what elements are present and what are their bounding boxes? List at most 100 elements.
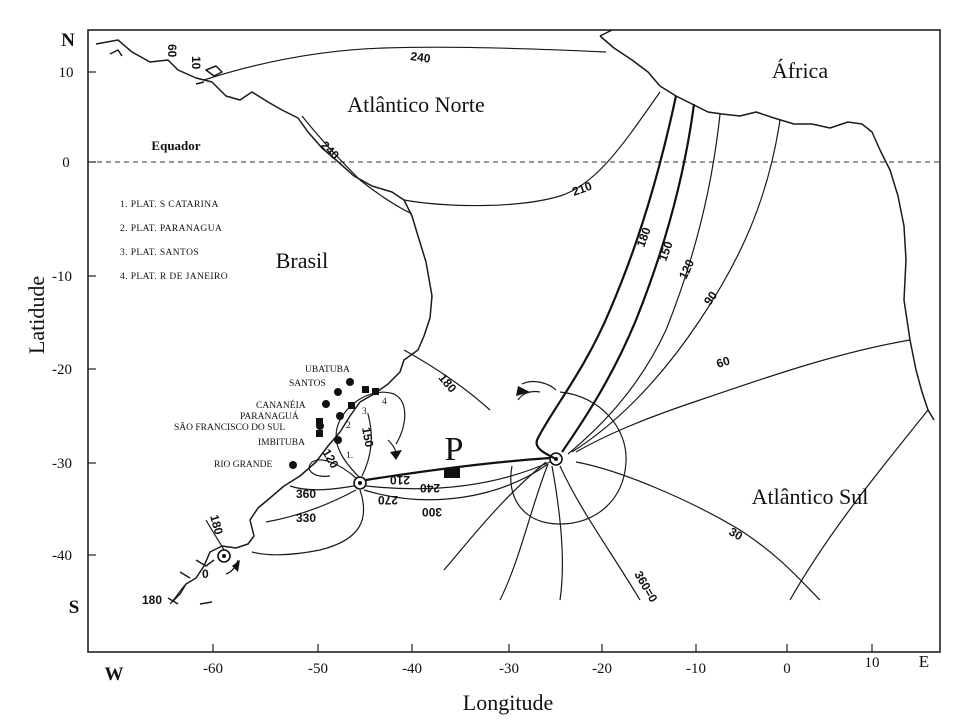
site-ubatuba	[346, 378, 354, 386]
region-label-atlantic-north: Atlântico Norte	[347, 92, 484, 117]
map-frame	[87, 29, 941, 653]
isoline-label: 180	[436, 371, 460, 396]
isoline-local-circle-ocean	[510, 391, 627, 525]
isoline-label: 210	[390, 473, 410, 487]
region-label-africa: África	[772, 58, 828, 83]
lon-tick-label: -50	[308, 661, 328, 677]
platform-number: 3.	[362, 407, 369, 417]
isoline-180	[535, 95, 678, 460]
tide-gauge-sites	[289, 378, 379, 469]
africa-coast-detail	[599, 29, 613, 37]
isoline-label: 0	[202, 567, 209, 581]
platform-numbers: 1. 2 3. 4	[346, 397, 387, 461]
isoline-label: 180	[634, 225, 654, 249]
legend-item: 2. PLAT. PARANAGUA	[120, 224, 222, 234]
region-label-atlantic-south: Atlântico Sul	[752, 484, 869, 509]
isoline-label: 30	[727, 524, 746, 543]
isoline-label: 180	[142, 593, 162, 607]
isoline-150-local	[361, 413, 372, 477]
west-label: W	[105, 664, 124, 685]
isoline-180-bottom	[169, 583, 187, 605]
location-label: SÃO FRANCISCO DO SUL	[174, 421, 285, 433]
lon-tick-label: -40	[402, 661, 422, 677]
isoline-240-coastal	[301, 115, 413, 215]
isoline-180-sw	[205, 519, 225, 551]
rotation-arrow-ocean	[517, 390, 541, 401]
lon-tick-label: 0	[783, 661, 791, 677]
longitude-ticks	[212, 644, 873, 652]
isoline-330	[265, 489, 357, 523]
isoline-shelf-loop	[335, 391, 406, 479]
amphidromic-point-shelf	[353, 476, 367, 490]
isoline-labels: 10 60 240 240 210 180 150 120 90 60 30 3…	[142, 44, 745, 607]
isoline-label: 120	[319, 447, 341, 472]
site-cananeia	[322, 400, 330, 408]
isoline-90	[571, 119, 781, 453]
isoline-120	[567, 113, 721, 455]
lat-tick-label: 10	[59, 65, 74, 81]
arrow-head-south	[232, 560, 240, 572]
south-tip-islands	[167, 559, 215, 605]
south-label: S	[69, 597, 80, 618]
lon-tick-label: -60	[203, 661, 223, 677]
lat-tick-label: -40	[52, 548, 72, 564]
location-label: SANTOS	[289, 379, 326, 389]
isoline-30	[575, 409, 929, 601]
caribbean-islands	[109, 49, 223, 85]
isoline-60	[575, 339, 911, 453]
isoline-label: 60	[715, 353, 732, 371]
station-p-marker	[444, 468, 460, 478]
isoline-label: 240	[318, 138, 342, 162]
location-label: CANANÉIA	[256, 399, 306, 411]
isoline-label: 210	[570, 179, 594, 199]
africa-coastline	[599, 35, 935, 421]
legend-item: 1. PLAT. S CATARINA	[120, 200, 219, 210]
isoline-label: 120	[676, 257, 697, 281]
point-p-label: P	[445, 431, 464, 468]
lon-tick-label: -30	[499, 661, 519, 677]
isoline-shelf-south	[251, 489, 365, 556]
isoline-label: 60	[165, 44, 179, 58]
site-rio-grande	[289, 461, 297, 469]
site-imbituba	[334, 436, 342, 444]
legend-item: 4. PLAT. R DE JANEIRO	[120, 272, 228, 282]
north-label: N	[61, 30, 75, 51]
platform-marker	[372, 388, 379, 395]
isoline-label: 330	[296, 511, 316, 525]
arrow-head-ocean	[516, 386, 530, 396]
platform-number: 4	[382, 397, 387, 407]
location-label: IMBITUBA	[258, 438, 305, 448]
isoline-south-1	[551, 465, 564, 601]
isoline-link-1	[365, 456, 551, 482]
equator-label: Equador	[151, 138, 200, 153]
legend-item: 3. PLAT. SANTOS	[120, 248, 199, 258]
isoline-label: 10	[189, 56, 203, 70]
platform-marker	[348, 402, 355, 409]
isoline-150	[561, 103, 696, 453]
isoline-label: 300	[422, 505, 442, 519]
location-label: PARANAGUÁ	[240, 410, 299, 422]
isoline-360-0	[559, 465, 641, 601]
isoline-label: 240	[410, 49, 432, 66]
location-labels: UBATUBA SANTOS CANANÉIA PARANAGUÁ SÃO FR…	[174, 365, 350, 470]
isoline-link-270	[365, 461, 551, 490]
lat-tick-label: -20	[52, 362, 72, 378]
platform-marker	[316, 418, 323, 425]
lon-tick-label: -10	[686, 661, 706, 677]
site-santos	[334, 388, 342, 396]
site-paranagua	[336, 412, 344, 420]
lat-tick-label: 0	[62, 155, 70, 171]
isoline-120-local	[308, 459, 357, 479]
isoline-label: 180	[207, 513, 226, 536]
east-label: E	[919, 652, 929, 671]
isoline-label: 240	[420, 481, 440, 495]
x-axis-title: Longitude	[463, 690, 553, 715]
location-label: UBATUBA	[305, 365, 350, 375]
longitude-tick-labels: -60 -50 -40 -30 -20 -10 0 10	[203, 655, 880, 677]
lon-tick-label: 10	[865, 655, 880, 671]
isoline-south-2	[499, 463, 549, 601]
platform-marker	[362, 386, 369, 393]
isoline-label: 360	[296, 487, 316, 501]
platform-legend: 1. PLAT. S CATARINA 2. PLAT. PARANAGUA 3…	[120, 200, 228, 282]
